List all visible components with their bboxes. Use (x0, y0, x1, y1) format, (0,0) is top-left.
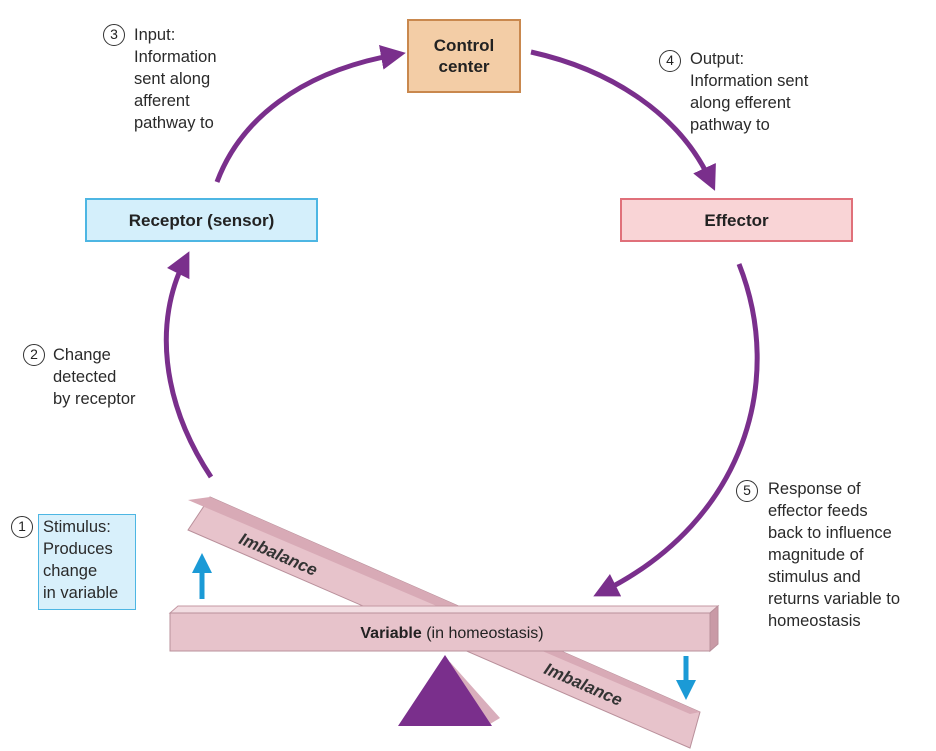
step-4-text: Output: Information sent along efferent … (690, 48, 808, 136)
step-5-line: homeostasis (768, 612, 861, 630)
step-5-line: Response of (768, 480, 861, 498)
step-1-line: in variable (43, 584, 119, 602)
step-5-number: 5 (736, 480, 758, 502)
step-5-line: back to influence (768, 524, 892, 542)
step-4-number: 4 (659, 50, 681, 72)
step-4-line: pathway to (690, 116, 770, 134)
step-4-line: along efferent (690, 94, 791, 112)
step-3-line: Information (134, 48, 217, 66)
step-3-line: sent along (134, 70, 211, 88)
arrow-stimulus-to-receptor (163, 251, 214, 479)
step-1-line: change (43, 562, 98, 580)
step-2-line: detected (53, 368, 117, 386)
step-3-text: Input: Information sent along afferent p… (134, 24, 217, 134)
step-5-line: effector feeds (768, 502, 868, 520)
arrow-receptor-to-control (214, 45, 406, 183)
step-5-line: magnitude of (768, 546, 864, 564)
step-2-number: 2 (23, 344, 45, 366)
effector-box: Effector (620, 198, 853, 242)
step-4-line: Output: (690, 50, 745, 68)
control-center-line-1: Control (433, 36, 495, 55)
step-3-line: pathway to (134, 114, 214, 132)
variable-beam-side (709, 604, 719, 653)
step-1-number: 1 (11, 516, 33, 538)
arrow-control-to-effector (530, 49, 716, 191)
control-center-box: Control center (407, 19, 521, 93)
step-2-line: Change (53, 346, 111, 364)
step-5-line: stimulus and (768, 568, 861, 586)
variable-label: Variable (in homeostasis) (360, 625, 543, 642)
stimulus-box: Stimulus: Produces change in variable (38, 514, 136, 610)
step-2-text: Change detected by receptor (53, 344, 136, 410)
step-2-line: by receptor (53, 390, 136, 408)
receptor-label: Receptor (sensor) (128, 210, 275, 230)
step-5-text: Response of effector feeds back to influ… (768, 478, 900, 632)
receptor-box: Receptor (sensor) (85, 198, 318, 242)
step-1-line: Stimulus: (43, 518, 111, 536)
effector-label: Effector (704, 210, 769, 230)
step-3-line: Input: (134, 26, 176, 44)
step-1-line: Produces (43, 540, 113, 558)
variable-beam-face (169, 612, 711, 652)
step-3-number: 3 (103, 24, 125, 46)
arrow-effector-to-variable (593, 263, 760, 597)
variable-beam-top (168, 605, 720, 614)
step-4-line: Information sent (690, 72, 809, 90)
step-5-line: returns variable to (768, 590, 901, 608)
control-center-line-2: center (438, 57, 490, 76)
step-3-line: afferent (134, 92, 190, 110)
fulcrum (398, 655, 492, 726)
